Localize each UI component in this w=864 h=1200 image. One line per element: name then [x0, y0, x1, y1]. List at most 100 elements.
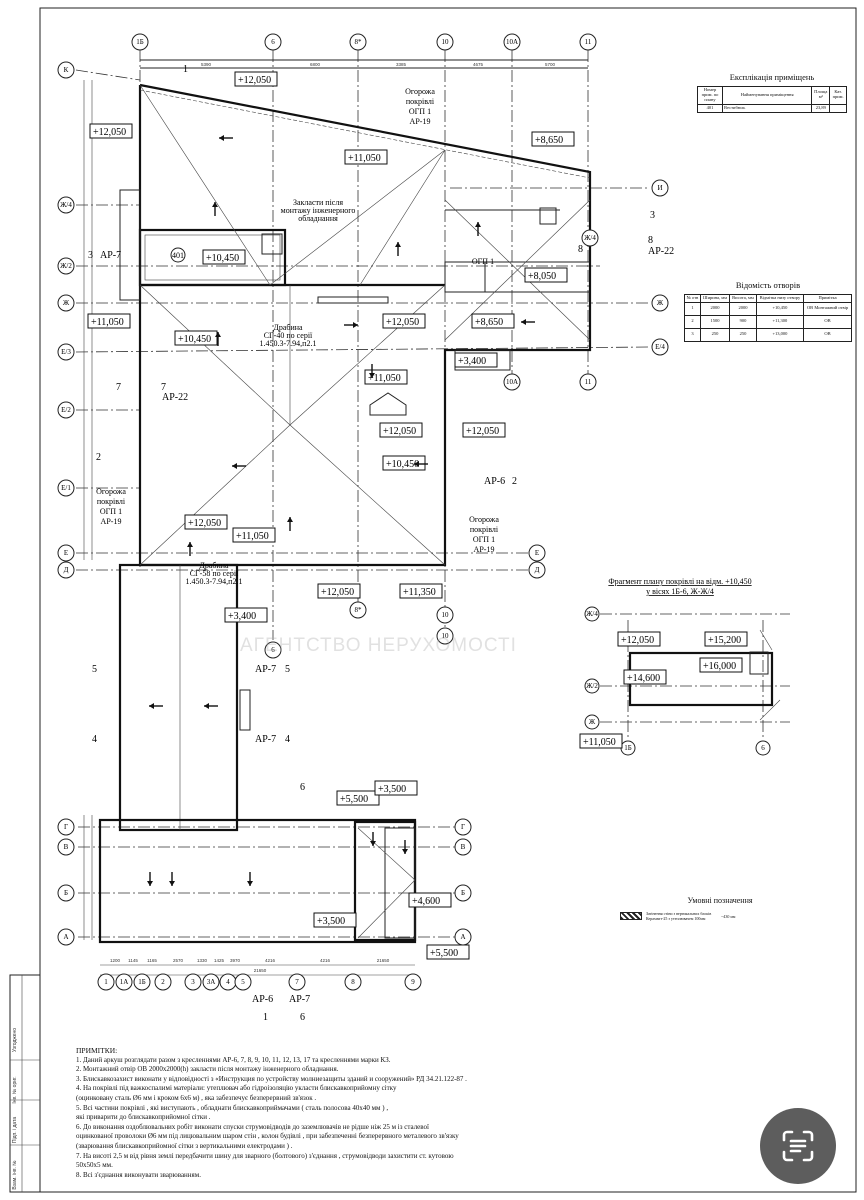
elevation-box: [531, 131, 575, 147]
axis-label: 1Б: [136, 38, 144, 46]
elevation-box: [579, 733, 623, 749]
axis-label: Е/1: [61, 484, 71, 492]
axis-marker: 1Б: [133, 973, 151, 991]
plan-note-line: монтажу інженерного: [281, 206, 356, 215]
legend-item-text: Керамзит-25 з утеплювачем 100мм: [646, 916, 706, 921]
axis-marker: И: [651, 179, 669, 197]
dimension-value: 5390: [201, 62, 212, 67]
slope-arrow-icon: [402, 840, 408, 854]
section-marker-label: 4: [92, 734, 97, 745]
axis-circle: [651, 179, 669, 197]
cell: [829, 103, 847, 113]
elevation-mark: +8,650: [471, 313, 515, 329]
elevation-value: +12,050: [621, 635, 654, 646]
title-block-label: Взам. інв. №: [12, 1160, 18, 1189]
elevation-mark: +11,050: [579, 733, 623, 749]
axis-marker: 5: [234, 973, 252, 991]
axis-circle: [651, 294, 669, 312]
axis-marker: 1Б: [131, 33, 149, 51]
elevation-mark: +3,400: [224, 607, 268, 623]
axis-label: Ж: [589, 718, 596, 726]
axis-label: 8: [351, 978, 355, 986]
dimension-value: 5700: [545, 62, 556, 67]
axis-marker: Е/4: [651, 338, 669, 356]
axis-label: 1А: [120, 978, 129, 986]
plan-note-line: АР-19: [474, 545, 495, 554]
axis-circle: [131, 33, 149, 51]
plan-note-line: обладнання: [298, 214, 338, 223]
axis-marker: 8: [344, 973, 362, 991]
axis-marker: В: [454, 838, 472, 856]
elevation-mark: +10,450: [174, 330, 218, 346]
cell: ОВ: [803, 314, 852, 329]
axis-marker: А: [57, 928, 75, 946]
axis-circle: [651, 338, 669, 356]
axis-marker: 8*: [349, 33, 367, 51]
axis-label: Е: [535, 549, 539, 557]
legend-title: Умовні позначення: [687, 896, 753, 905]
title-block-label: Узгоджено: [12, 1028, 18, 1052]
section-marker-label: 6: [300, 782, 305, 793]
dimension-value: 4216: [265, 958, 276, 963]
elevation-value: +8,650: [475, 317, 503, 328]
section-marker-label: АР-22: [648, 246, 674, 257]
axis-circle: [57, 544, 75, 562]
axis-circle: [528, 544, 546, 562]
elevation-mark: +8,650: [531, 131, 575, 147]
axis-marker: Е: [57, 544, 75, 562]
slope-arrow-icon: [232, 463, 246, 469]
axis-label: 5: [241, 978, 245, 986]
axis-label: Е/2: [61, 406, 71, 414]
axis-label: Ж/2: [586, 682, 598, 690]
axis-circle: [264, 641, 282, 659]
axis-label: Ж/2: [60, 262, 72, 270]
elevation-mark: +14,600: [623, 669, 667, 685]
cell: Вестибюль: [721, 103, 813, 113]
axis-label: И: [657, 184, 662, 192]
elevation-box: [317, 583, 361, 599]
elevation-mark: +12,050: [89, 123, 133, 139]
plan-note-line: Огорожа: [96, 487, 126, 496]
axis-circle: [581, 229, 599, 247]
axis-marker: 6: [755, 740, 771, 756]
axis-label: 8*: [355, 606, 363, 614]
elevation-value: +14,600: [627, 673, 660, 684]
elevation-mark: +12,050: [382, 313, 426, 329]
section-marker-label: 2: [512, 476, 517, 487]
note-line: (зварювання блискавкоприйомної сітки з в…: [76, 1141, 293, 1150]
slope-arrow-icon: [395, 242, 401, 256]
elevation-mark: +11,350: [399, 583, 443, 599]
elevation-mark: +5,500: [336, 790, 380, 806]
section-marker-label: 3: [88, 250, 93, 261]
axis-label: Г: [461, 823, 465, 831]
slope-arrow-icon: [187, 542, 193, 556]
openings-table: Відомість отворів № отв Ширина, мм Висот…: [684, 280, 852, 342]
section-marker-label: 6: [300, 1012, 305, 1023]
elevation-box: [234, 71, 278, 87]
axis-circle: [503, 373, 521, 391]
slope-arrow-icon: [521, 319, 535, 325]
section-marker-label: АР-6: [252, 994, 273, 1005]
sheet-frame: [9, 7, 857, 1193]
section-marker-label: 8: [648, 235, 653, 246]
scan-text-button[interactable]: [760, 1108, 836, 1184]
elevation-value: +5,500: [430, 948, 458, 959]
fragment-annotations: Фрагмент плану покрівлі на відм. +10,450…: [579, 577, 771, 756]
cell: 250: [699, 327, 731, 342]
elevation-mark: +3,400: [454, 352, 498, 368]
axis-marker: 1А: [115, 973, 133, 991]
cell: +13,000: [755, 327, 805, 342]
axis-circle: [57, 561, 75, 579]
elevation-box: [399, 583, 443, 599]
elevation-box: [202, 249, 246, 265]
slope-arrow-icon: [219, 135, 233, 141]
legend-item-value: ~430 мм: [721, 913, 736, 919]
dimension-value: 2570: [173, 958, 184, 963]
note-line: 1. Даний аркуш розглядати разом з кресле…: [76, 1055, 391, 1064]
axis-label: Б: [461, 889, 465, 897]
axis-label: 10: [442, 632, 450, 640]
axis-circle: [584, 678, 600, 694]
table-row: 401 Вестибюль 23,89: [697, 103, 847, 113]
axis-marker: 2: [154, 973, 172, 991]
